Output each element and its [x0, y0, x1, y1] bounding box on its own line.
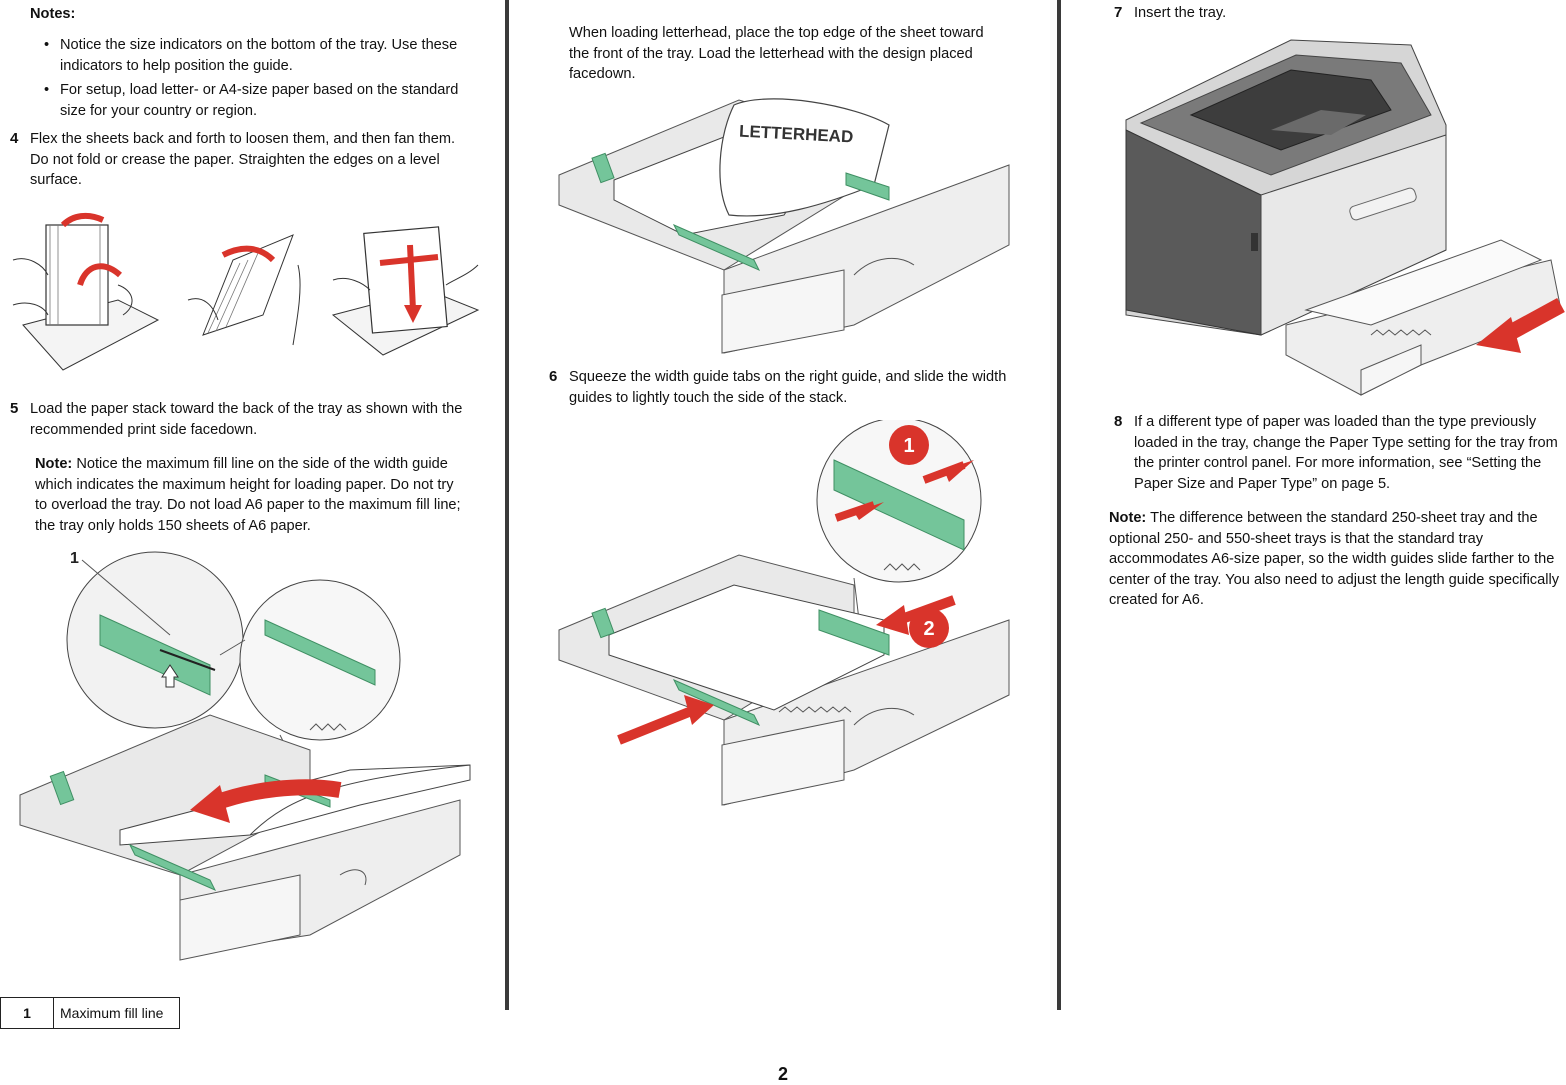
step-6: 6 Squeeze the width guide tabs on the ri…: [549, 367, 1009, 408]
callout-1: 1: [903, 435, 914, 457]
note-text: The difference between the standard 250-…: [1109, 510, 1560, 608]
step-number: 5: [10, 400, 19, 417]
table-row: 1 Maximum fill line: [0, 997, 180, 1029]
tray-loading-illustration: 1: [19, 550, 471, 961]
column-divider-left: [505, 0, 509, 1010]
column-divider-right: [1057, 0, 1061, 1010]
note-label: Note:: [35, 456, 73, 472]
step-4: 4 Flex the sheets back and forth to loos…: [10, 129, 465, 191]
letterhead-instructions: When loading letterhead, place the top e…: [569, 25, 984, 82]
step-text: Load the paper stack toward the back of …: [30, 401, 463, 438]
step-8: 8 If a different type of paper was loade…: [1114, 412, 1566, 494]
step-5: 5 Load the paper stack toward the back o…: [10, 399, 465, 440]
step-number: 6: [549, 368, 558, 385]
step-7: 7 Insert the tray.: [1114, 3, 1554, 24]
step-text: Flex the sheets back and forth to loosen…: [30, 131, 456, 188]
step-number: 4: [10, 130, 19, 147]
note-tray-differences: Note: The difference between the standar…: [1109, 508, 1566, 611]
note-label: Note:: [1109, 510, 1147, 526]
note-maximum-fill: Note: Notice the maximum fill line on th…: [35, 454, 465, 536]
printer-insert-tray-illustration: [1125, 39, 1565, 396]
note-text: Notice the maximum fill line on the side…: [35, 456, 461, 534]
note-item: Notice the size indicators on the bottom…: [44, 35, 464, 76]
callout-2: 2: [923, 618, 934, 640]
legend-value: Maximum fill line: [53, 997, 180, 1029]
note-item: For setup, load letter- or A4-size paper…: [44, 80, 464, 121]
flex-paper-illustration: [12, 212, 480, 371]
width-guide-illustration: 1 2: [558, 420, 1010, 806]
callout-legend-table: 1 Maximum fill line: [0, 997, 180, 1029]
step-number: 8: [1114, 413, 1123, 430]
step-text: Squeeze the width guide tabs on the righ…: [569, 369, 1007, 406]
step-number: 7: [1114, 4, 1123, 21]
notes-heading: Notes:: [30, 6, 76, 22]
notes-list: Notice the size indicators on the bottom…: [44, 35, 464, 125]
step-text: If a different type of paper was loaded …: [1134, 414, 1558, 492]
letterhead-tray-illustration: LETTERHEAD: [558, 98, 1010, 354]
callout-number: 1: [70, 550, 79, 567]
legend-key: 1: [0, 997, 54, 1029]
step-text: Insert the tray.: [1134, 5, 1227, 21]
page-number: 2: [777, 1064, 788, 1084]
